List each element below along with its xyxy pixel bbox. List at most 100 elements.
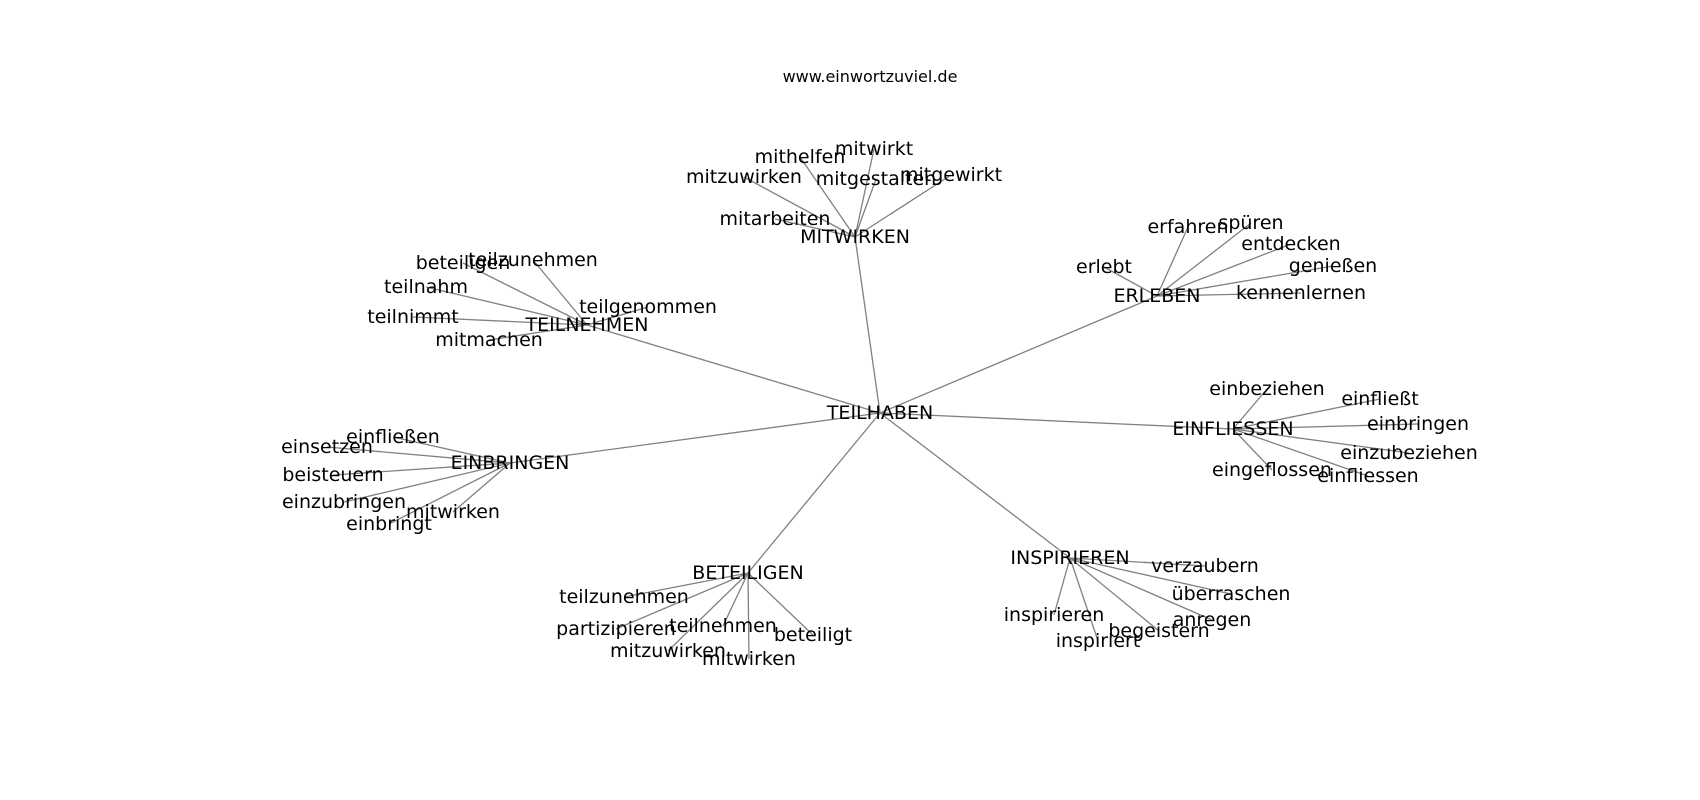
edge-erleben-erfahren [1156,226,1189,297]
leaf-node-mitgestalten: mitgestalten [816,168,936,190]
edge-root-mitwirken [854,236,881,414]
edge-einfliessen-einbringen [1232,423,1419,430]
leaf-node-beteiligen: beteiligen [416,252,511,274]
leaf-node-einsetzen: einsetzen [281,436,373,458]
leaf-node-einbringt: einbringt [346,513,432,535]
leaf-node-einfliessen: einfließen [346,426,440,448]
edge-mitwirken-mitzuwirken [743,176,856,238]
edge-erleben-spueren [1156,222,1252,297]
leaf-node-verzaubern: verzaubern [1151,555,1259,577]
leaf-node-mitgewirkt: mitgewirkt [900,164,1002,186]
leaf-node-inspiriert: inspiriert [1056,630,1141,652]
leaf-node-mithelfen: mithelfen [755,146,846,168]
edge-einfliessen-einfliesst [1232,398,1381,430]
leaf-node-einbeziehen: einbeziehen [1209,378,1324,400]
leaf-node-beteiligt: beteiligt [774,624,852,646]
leaf-node-mitwirken: mitwirken [406,501,500,523]
leaf-node-inspirieren: inspirieren [1004,604,1104,626]
leaf-node-teilgenommen: teilgenommen [579,296,717,318]
edge-root-inspirieren [879,412,1071,559]
edge-einbringen-mitwirken [452,462,511,513]
edge-inspirieren-begeistern [1069,557,1160,632]
edge-teilnehmen-teilnahm [425,286,588,326]
edge-teilnehmen-mitmachen [488,324,588,341]
edge-erleben-geniessen [1156,265,1334,297]
leaf-node-teilnahm: teilnahm [384,276,468,298]
hub-node-einbringen: EINBRINGEN [451,452,570,474]
edge-inspirieren-ueberraschen [1069,557,1232,595]
edge-root-teilnehmen [586,324,881,414]
edge-beteiligen-partizipieren [615,572,749,630]
hub-node-einfliessen: EINFLIESSEN [1172,418,1293,440]
edge-beteiligen-mitwirken [747,572,750,660]
leaf-node-einfliessen: einfliessen [1317,465,1418,487]
leaf-node-mitzuwirken: mitzuwirken [610,640,726,662]
edge-erleben-kennenlernen [1156,292,1302,297]
edge-beteiligen-beteiligt [747,572,814,636]
leaf-node-spueren: spüren [1218,212,1283,234]
edge-inspirieren-verzaubern [1069,557,1206,567]
leaf-node-kennenlernen: kennenlernen [1236,282,1366,304]
edge-teilnehmen-teilnimmt [412,316,588,326]
edge-mitwirken-mitgewirkt [854,174,952,238]
edge-einbringen-einzubringen [343,462,511,503]
edge-inspirieren-inspirieren [1053,557,1071,616]
edge-erleben-entdecken [1156,243,1292,297]
edge-root-einfliessen [879,412,1234,430]
edge-mitwirken-mitwirkt [854,148,875,238]
edge-einbringen-einsetzen [326,446,511,464]
leaf-node-einzubeziehen: einzubeziehen [1340,442,1478,464]
edge-inspirieren-inspiriert [1069,557,1099,642]
edge-teilnehmen-teilzunehmen [532,259,588,326]
leaf-node-einbringen: einbringen [1367,413,1469,435]
edge-inspirieren-anregen [1069,557,1213,621]
leaf-node-einfliesst: einfließt [1341,388,1418,410]
leaf-node-erfahren: erfahren [1147,216,1228,238]
leaf-node-erlebt: erlebt [1076,256,1132,278]
leaf-node-mitmachen: mitmachen [435,329,543,351]
leaf-node-entdecken: entdecken [1241,233,1340,255]
source-url: www.einwortzuviel.de [783,67,958,86]
edge-mitwirken-mitarbeiten [774,218,856,238]
hub-node-mitwirken: MITWIRKEN [800,226,910,248]
edge-erleben-erlebt [1103,266,1158,297]
leaf-node-eingeflossen: eingeflossen [1212,459,1332,481]
edge-einfliessen-einzubeziehen [1232,428,1410,454]
leaf-node-beisteuern: beisteuern [282,464,383,486]
edge-root-beteiligen [747,412,881,574]
leaf-node-ueberraschen: überraschen [1172,583,1291,605]
edge-beteiligen-teilnehmen [722,572,749,627]
leaf-node-begeistern: begeistern [1108,620,1209,642]
edge-teilnehmen-teilgenommen [586,306,649,326]
edge-einfliessen-einfliessen [1232,428,1369,477]
edge-root-erleben [879,295,1158,414]
graph-edges [326,148,1419,660]
leaf-node-anregen: anregen [1173,609,1252,631]
graph-nodes: TEILHABENMITWIRKENmithelfenmitwirktmitzu… [281,138,1478,670]
leaf-node-teilzunehmen: teilzunehmen [559,586,689,608]
leaf-node-einzubringen: einzubringen [282,491,406,513]
hub-node-teilnehmen: TEILNEHMEN [525,314,649,336]
hub-node-erleben: ERLEBEN [1113,285,1200,307]
leaf-node-mitwirken: mitwirken [702,648,796,670]
leaf-node-geniessen: genießen [1289,255,1377,277]
leaf-node-mitwirkt: mitwirkt [835,138,913,160]
edge-mitwirken-mithelfen [799,156,856,238]
hub-node-inspirieren: INSPIRIEREN [1010,547,1129,569]
leaf-node-partizipieren: partizipieren [556,618,676,640]
edge-beteiligen-mitzuwirken [667,572,749,652]
leaf-node-teilzunehmen: teilzunehmen [468,249,598,271]
edge-einfliessen-eingeflossen [1232,428,1273,471]
leaf-node-mitarbeiten: mitarbeiten [720,208,831,230]
edge-teilnehmen-beteiligen [462,262,588,326]
edge-einbringen-einfliessen [392,436,511,464]
edge-einbringen-einbringt [388,462,511,525]
hub-node-beteiligen: BETEILIGEN [692,562,803,584]
edge-einfliessen-einbeziehen [1232,388,1268,430]
edge-root-einbringen [509,412,881,464]
leaf-node-teilnehmen: teilnehmen [669,615,777,637]
edge-einbringen-beisteuern [332,462,511,476]
leaf-node-mitzuwirken: mitzuwirken [686,166,802,188]
edge-beteiligen-teilzunehmen [623,572,749,598]
